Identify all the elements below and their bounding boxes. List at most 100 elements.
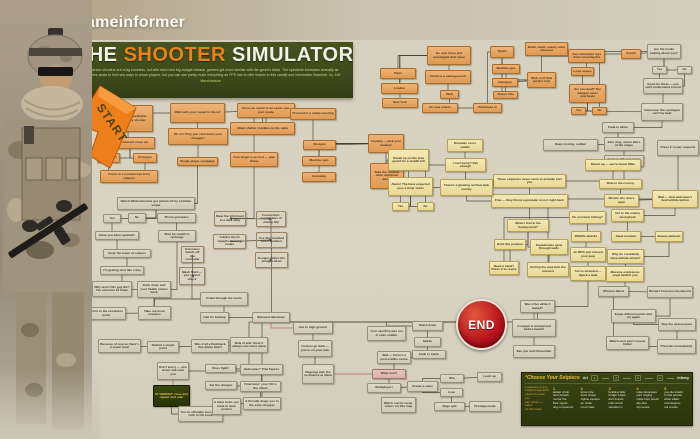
flow-node-54: Mount up — we're Oscar Mike [585, 159, 641, 171]
flow-node-98: Your sacrifice was not in vain, soldier [367, 326, 406, 341]
flow-node-103: What now? [372, 369, 406, 379]
flow-node-94: Escape before the charges blow [255, 252, 288, 268]
legend-column-number: 4 [636, 385, 639, 391]
flow-node-14: Machine gun [302, 156, 336, 166]
flow-node-59: Cut to the enemy stronghold [611, 209, 644, 222]
flow-node-61: Sand monster [611, 231, 641, 242]
intro-line-3: everything an FPS has to offer thanks to… [207, 73, 329, 78]
flow-node-22: Climb to a vantage point [425, 70, 471, 84]
legend-scale-tick: 4 [656, 375, 664, 381]
flow-node-116: Restart from last checkpoint [647, 286, 693, 298]
flow-node-34: Are you deaf? The minigun never overheat… [569, 84, 606, 103]
legend-item: flare signal [552, 400, 568, 405]
flow-node-130: Set the charges [205, 381, 237, 390]
flow-node-18: Paris [380, 68, 416, 79]
flow-node-5: Walk with your squad to the LZ [170, 103, 225, 123]
flow-node-26: Radio static: enemy units inbound [525, 42, 568, 56]
legend-column-number: 5 [664, 385, 667, 391]
flow-node-64: Why do I suddenly have infinite ammo? [607, 249, 644, 264]
flow-node-11: Your target is on foot — give chase [230, 152, 278, 167]
flow-node-69: Yes [392, 202, 409, 211]
legend-column-number: 2 [580, 385, 583, 391]
flow-node-62: Enemy ambush [655, 231, 683, 242]
flow-node-66: Massive explosions erupt behind you [606, 266, 644, 282]
legend-intro-line: a setpiece is any [525, 384, 548, 389]
flow-node-68: Alarm! The base expected you; a timer st… [388, 177, 433, 196]
flow-node-37: Crash! [621, 49, 641, 59]
flow-node-27: Sprint [490, 46, 514, 58]
title-shooter: SHOOTER [123, 44, 226, 66]
legend-item: you die slowly [664, 389, 683, 394]
flow-node-51: Squadmates glow through walls [530, 239, 568, 255]
flow-node-89: Silenced takedown [252, 312, 290, 323]
flow-node-122: Defend a single point [147, 341, 179, 353]
flow-node-20: New York [382, 98, 418, 108]
legend-item: ladder climb [552, 389, 570, 394]
flow-node-107: Win [440, 374, 464, 383]
flow-node-79: Clear the tower of snipers [103, 249, 151, 258]
legend-item: dam bursts [608, 397, 624, 401]
flow-node-30: Sniper rifle [493, 91, 518, 99]
flow-node-38: Are the locals talking about you? [647, 44, 681, 59]
flow-node-110: Level up [477, 372, 502, 382]
legend-column-number: 3 [608, 385, 611, 391]
flow-node-131: Final twist: your CO is the villain [240, 381, 281, 392]
flow-node-73: There's a glowing red fuel tank nearby [440, 179, 493, 196]
legend-scale-line [601, 377, 609, 379]
flow-node-8: Watch Whatshisname get picked off by a h… [117, 197, 195, 210]
flow-node-105: Create a class [407, 381, 438, 392]
flow-node-119: Watch next year's teaser trailer [606, 336, 649, 350]
flow-node-80: I'm getting shot like crazy [100, 266, 144, 275]
flow-node-129: Helicopter? That figures [240, 364, 283, 375]
legend-item: while villain [664, 397, 680, 401]
flow-node-48: Fine — they throw a grenade; toss it rig… [491, 194, 568, 208]
flow-node-120: Preorder immediately [657, 339, 696, 354]
flow-node-118: Buy the season pass [658, 318, 696, 331]
flow-node-28: Machine gun [492, 64, 520, 74]
legend-item: door breach [552, 393, 569, 398]
legend-item: city levels [636, 404, 650, 409]
flow-node-123: Was it all a flashback this whole time? [191, 339, 229, 353]
flow-node-88: Call for backup [200, 312, 229, 323]
flow-node-43: Fade to white [602, 122, 634, 133]
flow-node-111: Prestige mode [469, 401, 501, 412]
flow-node-104: Multiplayer! [367, 383, 401, 393]
flow-node-12: Proceed to a shady meeting [290, 108, 336, 120]
flow-node-63: An RPG just missed your jeep [570, 247, 606, 262]
flow-node-21: Go over there and investigate that noise [427, 46, 471, 65]
legend-item: monologues [664, 400, 681, 405]
flow-node-56: Missile silo doors open [604, 194, 639, 207]
flow-node-91: Found intel: coordinates of enemy HQ [256, 211, 286, 227]
legend-item: crawl from wreck [636, 397, 659, 401]
legend-scale-line [667, 377, 675, 379]
legend-item: nuke detonates [636, 389, 657, 394]
intro-line-1: First-person shooters are a big business… [82, 68, 282, 72]
flow-node-93: Use the mounted turret position [256, 232, 287, 248]
legend-item: sandstorm [608, 404, 623, 409]
flow-node-87: Crawl through the vents [200, 292, 248, 306]
flow-node-90: Meet the informant in a dark alley [214, 211, 246, 226]
flow-node-71: Dramatic score swells [447, 139, 483, 152]
soldier-photo [0, 0, 100, 439]
legend-item: mud crawl [580, 404, 595, 409]
flow-node-55: Ride in the convoy [599, 179, 642, 189]
header-strip [60, 0, 700, 40]
flow-node-41: Good for them — you can't understand a w… [643, 78, 683, 94]
flow-node-101: Fade to black [412, 350, 446, 359]
flow-node-74: Yes [103, 214, 121, 223]
flow-node-95: Comms go dark — you're on your own [298, 340, 332, 357]
flow-node-82: Duck down and your health comes back [137, 281, 171, 298]
flow-node-58: Do you hear ticking? [569, 211, 606, 224]
legend-item: train wreck [608, 400, 623, 405]
flow-node-92: Admire the AI squad's flanking routes [213, 234, 246, 249]
flow-node-6: Oh no! They just shot down your chopper! [168, 128, 228, 145]
end-node: END [456, 299, 507, 350]
end-label: END [468, 317, 495, 332]
